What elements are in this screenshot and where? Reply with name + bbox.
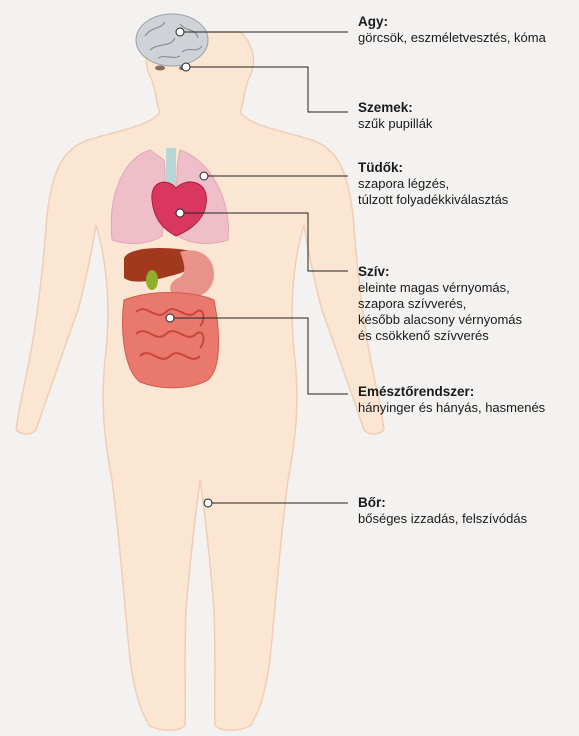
label-bor: Bőr: bőséges izzadás, felszívódás: [358, 495, 579, 527]
label-agy-desc: görcsök, eszméletvesztés, kóma: [358, 30, 579, 46]
marker-bor: [204, 499, 212, 507]
label-bor-title: Bőr:: [358, 495, 579, 511]
label-agy: Agy: görcsök, eszméletvesztés, kóma: [358, 14, 579, 46]
label-tudok-desc: szapora légzés, túlzott folyadékkiválasz…: [358, 176, 579, 208]
label-tudok: Tüdők: szapora légzés, túlzott folyadékk…: [358, 160, 579, 208]
marker-sziv: [176, 209, 184, 217]
label-sziv-desc: eleinte magas vérnyomás, szapora szívver…: [358, 280, 579, 344]
label-bor-desc: bőséges izzadás, felszívódás: [358, 511, 579, 527]
label-tudok-title: Tüdők:: [358, 160, 579, 176]
label-sziv: Szív: eleinte magas vérnyomás, szapora s…: [358, 264, 579, 344]
label-szemek: Szemek: szűk pupillák: [358, 100, 579, 132]
label-emesztorendszer: Emésztőrendszer: hányinger és hányás, ha…: [358, 384, 579, 416]
marker-agy: [176, 28, 184, 36]
marker-tudok: [200, 172, 208, 180]
gallbladder: [146, 270, 158, 290]
label-szemek-title: Szemek:: [358, 100, 579, 116]
brain-shape: [136, 14, 208, 66]
brain: [136, 14, 208, 66]
marker-emeszto: [166, 314, 174, 322]
intestines: [123, 293, 219, 388]
label-sziv-title: Szív:: [358, 264, 579, 280]
marker-szemek: [182, 63, 190, 71]
label-emesztorendszer-title: Emésztőrendszer:: [358, 384, 579, 400]
label-szemek-desc: szűk pupillák: [358, 116, 579, 132]
eye-left: [155, 66, 165, 71]
label-agy-title: Agy:: [358, 14, 579, 30]
label-emesztorendszer-desc: hányinger és hányás, hasmenés: [358, 400, 579, 416]
